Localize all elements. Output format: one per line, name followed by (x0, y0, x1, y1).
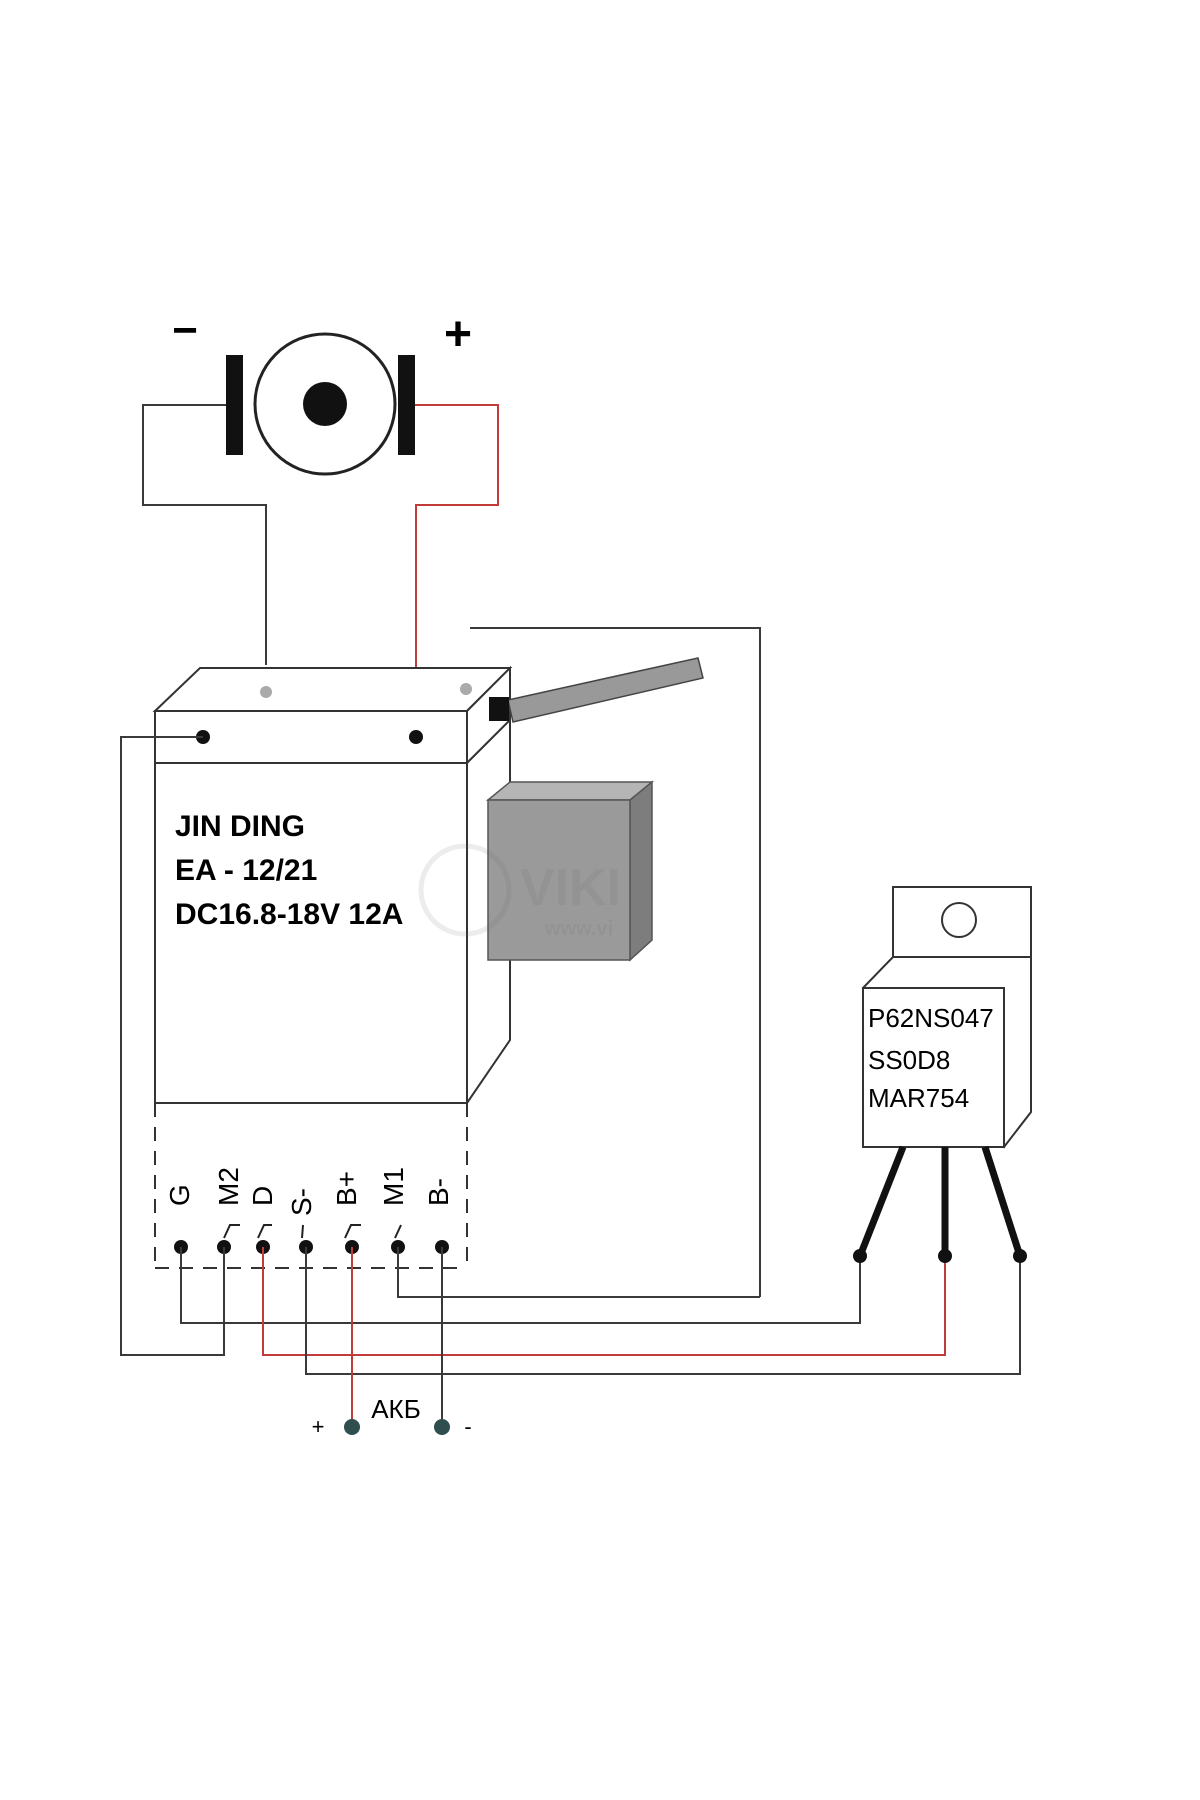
motor-brush-right (398, 355, 415, 455)
motor-brush-left (226, 355, 243, 455)
pin-label-bminus: B- (423, 1178, 454, 1206)
watermark-logo-icon (418, 843, 512, 937)
controller-model: EA - 12/21 (175, 854, 317, 887)
pin-label-d: D (247, 1186, 278, 1206)
controller-brand: JIN DING (175, 810, 305, 843)
motor-positive-wire (415, 404, 499, 736)
watermark: VIKI www.vi (418, 843, 621, 940)
terminal-node (409, 730, 423, 744)
m1-wire (397, 1247, 760, 1298)
transistor-part-number: P62NS047 (868, 1003, 994, 1033)
controller-rating: DC16.8-18V 12A (175, 898, 403, 931)
transistor-leg-gate (856, 1145, 907, 1258)
pin-label-m2: M2 (213, 1167, 244, 1206)
transistor-leg-source (981, 1145, 1024, 1258)
screw-icon (460, 683, 472, 695)
battery-minus-label: - (464, 1414, 471, 1439)
pin-legs (223, 1224, 402, 1239)
controller-box: JIN DING EA - 12/21 DC16.8-18V 12A (152, 665, 513, 1107)
mosfet-transistor: P62NS047 SS0D8 MAR754 (853, 886, 1032, 1263)
relay-block (485, 780, 655, 962)
motor-minus-label: − (172, 306, 198, 355)
battery-minus-node (434, 1419, 450, 1435)
d-wire (262, 1247, 946, 1356)
pin-nodes (174, 1240, 449, 1254)
battery-label: АКБ (371, 1394, 421, 1424)
battery-plus-label: + (312, 1414, 325, 1439)
transistor-lot: MAR754 (868, 1083, 969, 1113)
screw-icon (260, 686, 272, 698)
pin-header (154, 1103, 468, 1269)
dc-motor: − + (172, 306, 472, 476)
g-wire (180, 1247, 861, 1324)
watermark-brand: VIKI (520, 859, 621, 917)
pin-label-bplus: B+ (331, 1171, 362, 1206)
m1-loop-wire (470, 627, 761, 1297)
mounting-hole-icon (941, 902, 977, 938)
pin-label-s: S- (286, 1188, 317, 1216)
motor-shaft (303, 382, 347, 426)
motor-plus-label: + (444, 308, 472, 361)
motor-negative-wire (142, 404, 267, 665)
m2-wire (120, 736, 225, 1356)
battery-terminals: + - АКБ (312, 1394, 472, 1439)
battery-plus-node (344, 1419, 360, 1435)
pin-label-g: G (164, 1184, 195, 1206)
pin-labels: G M2 D S- B+ M1 B- (164, 1167, 454, 1216)
s-wire (305, 1247, 1021, 1375)
motor-body (253, 332, 397, 476)
watermark-url: www.vi (544, 918, 613, 940)
pin-label-m1: M1 (378, 1167, 409, 1206)
throttle-lever (489, 657, 704, 723)
transistor-code: SS0D8 (868, 1045, 950, 1075)
transistor-body (862, 987, 1005, 1148)
